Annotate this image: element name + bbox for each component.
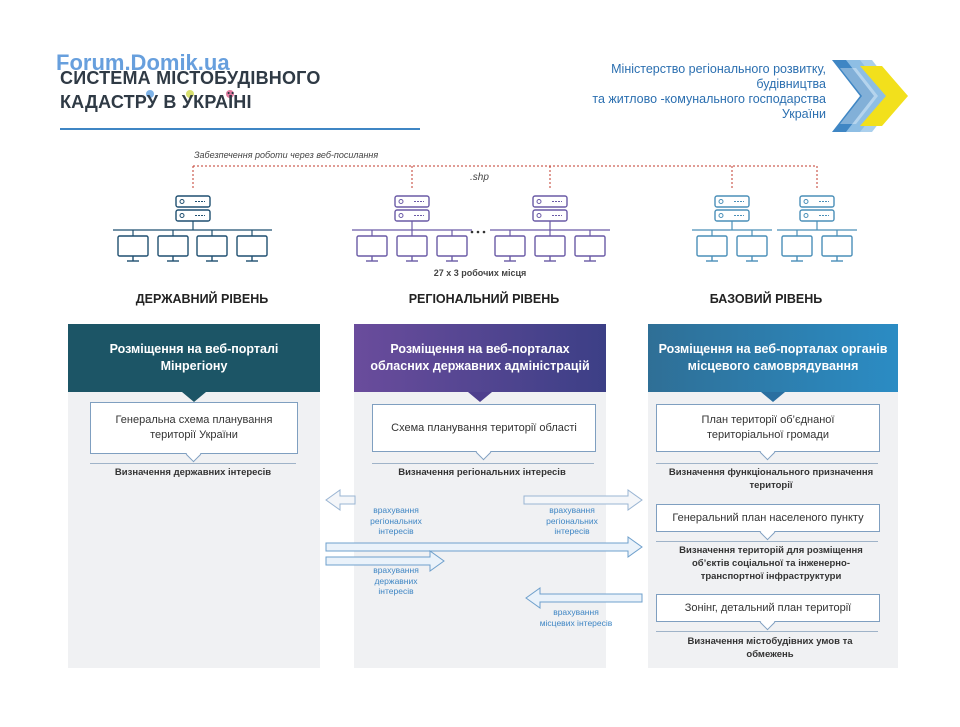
- web-link-note: Забезпечення роботи через веб-посилання: [194, 150, 379, 160]
- server-icon: [175, 195, 211, 208]
- column-base: Розміщення на веб-порталах органів місце…: [648, 324, 898, 668]
- level-title-regional: РЕГІОНАЛЬНИЙ РІВЕНЬ: [408, 292, 560, 306]
- shp-label: .shp: [470, 172, 489, 183]
- column-header-regional: Розміщення на веб-порталах обласних держ…: [354, 324, 606, 392]
- separator: [656, 463, 878, 464]
- header-notch: [182, 392, 206, 402]
- ministry-line: та житлово -комунального господарства: [592, 92, 826, 106]
- document-text: Генеральний план населеного пункту: [672, 511, 864, 524]
- flow-label: врахування місцевих інтересів: [539, 607, 613, 628]
- server-icon: [799, 195, 835, 208]
- purpose-text: Визначення територій для розміщення об’є…: [679, 545, 863, 582]
- column-regional: Розміщення на веб-порталах обласних держ…: [354, 324, 606, 668]
- arrow-left-icon: [525, 587, 643, 609]
- watermark-dot: [226, 90, 234, 98]
- document-text: Схема планування території області: [391, 421, 577, 434]
- title-line: СИСТЕМА МІСТОБУДІВНОГО: [60, 68, 321, 88]
- document-box: Генеральний план населеного пункту: [656, 504, 880, 532]
- server-icon: [714, 195, 750, 208]
- header-notch: [761, 392, 785, 402]
- purpose-text: Визначення містобудівних умов та обмежен…: [687, 636, 853, 660]
- server-icon: [394, 195, 430, 208]
- arrow-right-icon: [523, 489, 643, 511]
- arrow-right-icon: [325, 550, 445, 572]
- document-box: Зонінг, детальний план території: [656, 594, 880, 622]
- ministry-logo-icon: [832, 60, 908, 132]
- column-header-state: Розміщення на веб-порталі Мінрегіону: [68, 324, 320, 392]
- watermark: Forum.Domik.ua: [56, 50, 230, 75]
- watermark-dot: [186, 90, 194, 98]
- separator: [90, 463, 296, 464]
- network-diagram: [113, 165, 857, 262]
- purpose-text: Визначення регіональних інтересів: [398, 467, 566, 478]
- document-box: Схема планування території області: [372, 404, 596, 452]
- web-link-line: [192, 165, 818, 190]
- document-text: Генеральна схема планування території Ук…: [115, 414, 273, 441]
- column-header-text: Розміщення на веб-порталах обласних держ…: [370, 342, 590, 373]
- column-header-text: Розміщення на веб-порталі Мінрегіону: [109, 342, 279, 373]
- separator: [656, 631, 878, 632]
- flow-label: врахування регіональних інтересів: [546, 505, 598, 536]
- column-header-text: Розміщення на веб-порталах органів місце…: [658, 342, 888, 373]
- purpose-text: Визначення функціонального призначення т…: [668, 467, 874, 491]
- column-header-base: Розміщення на веб-порталах органів місце…: [648, 324, 898, 392]
- title-divider: [60, 128, 420, 130]
- document-box: План території об’єднаної територіальної…: [656, 404, 880, 452]
- ministry-line: Міністерство регіонального розвитку,: [611, 62, 826, 76]
- separator: [656, 541, 878, 542]
- workstations-count: 27 х 3 робочих місця: [433, 268, 527, 278]
- ellipsis-dot: [470, 230, 474, 234]
- document-box: Генеральна схема планування території Ук…: [90, 402, 298, 454]
- flow-label: врахування державних інтересів: [373, 565, 419, 596]
- separator: [372, 463, 594, 464]
- watermark-dot: [146, 90, 154, 98]
- arrow-left-icon: [325, 489, 356, 511]
- arrow-right-icon: [325, 536, 643, 558]
- column-state: Розміщення на веб-порталі Мінрегіону Ген…: [68, 324, 320, 668]
- document-text: План території об’єднаної територіальної…: [701, 414, 835, 441]
- ellipsis-dot: [476, 230, 480, 234]
- header-notch: [468, 392, 492, 402]
- level-title-state: ДЕРЖАВНИЙ РІВЕНЬ: [135, 292, 269, 306]
- level-title-base: БАЗОВИЙ РІВЕНЬ: [709, 292, 823, 306]
- ministry-line: України: [781, 107, 826, 121]
- title-line: КАДАСТРУ В УКРАЇНІ: [60, 92, 252, 112]
- ministry-line: будівництва: [756, 77, 826, 91]
- purpose-text: Визначення державних інтересів: [114, 467, 272, 478]
- document-text: Зонінг, детальний план території: [684, 601, 852, 614]
- ellipsis-dot: [482, 230, 486, 234]
- flow-label: врахування регіональних інтересів: [370, 505, 422, 536]
- page-title: СИСТЕМА МІСТОБУДІВНОГО КАДАСТРУ В УКРАЇН…: [60, 66, 321, 114]
- server-icon: [532, 195, 568, 208]
- ministry-name: Міністерство регіонального розвитку, буд…: [496, 62, 826, 122]
